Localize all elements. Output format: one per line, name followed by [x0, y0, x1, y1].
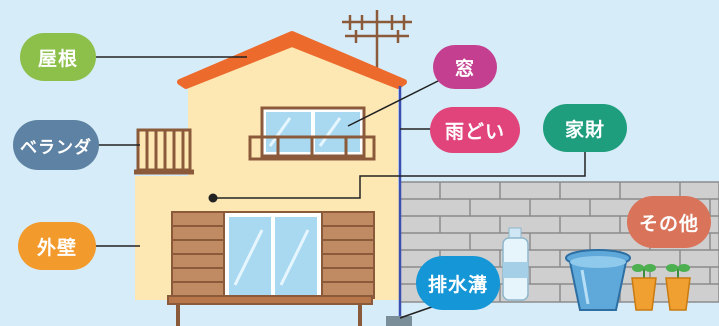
upper-window: [248, 106, 376, 161]
label-other: その他: [627, 196, 711, 248]
label-household-goods-text: 家財: [564, 118, 605, 141]
label-balcony-text: ベランダ: [20, 137, 92, 158]
lower-window: [167, 211, 375, 326]
potted-plants: [631, 264, 691, 311]
household-marker-dot: [208, 193, 218, 203]
label-roof: 屋根: [20, 33, 96, 81]
roof-shape: [177, 31, 407, 89]
label-gutter: 雨どい: [430, 107, 520, 153]
label-outer-wall: 外壁: [18, 222, 96, 270]
drain-grate: [386, 316, 412, 326]
label-outer-wall-text: 外壁: [36, 236, 77, 259]
label-window-text: 窓: [454, 57, 475, 80]
label-window: 窓: [433, 45, 497, 89]
label-gutter-text: 雨どい: [444, 120, 505, 143]
label-balcony: ベランダ: [13, 120, 99, 170]
label-drain-text: 排水溝: [427, 273, 488, 296]
label-other-text: その他: [638, 212, 699, 235]
trash-bucket: [565, 249, 631, 311]
label-roof-text: 屋根: [37, 47, 78, 70]
balcony-railing: [134, 128, 194, 175]
leader-lines: [96, 56, 586, 319]
label-household-goods: 家財: [543, 104, 627, 152]
water-bottle: [502, 227, 529, 301]
tv-antenna: [342, 10, 412, 70]
label-drain: 排水溝: [416, 256, 500, 310]
